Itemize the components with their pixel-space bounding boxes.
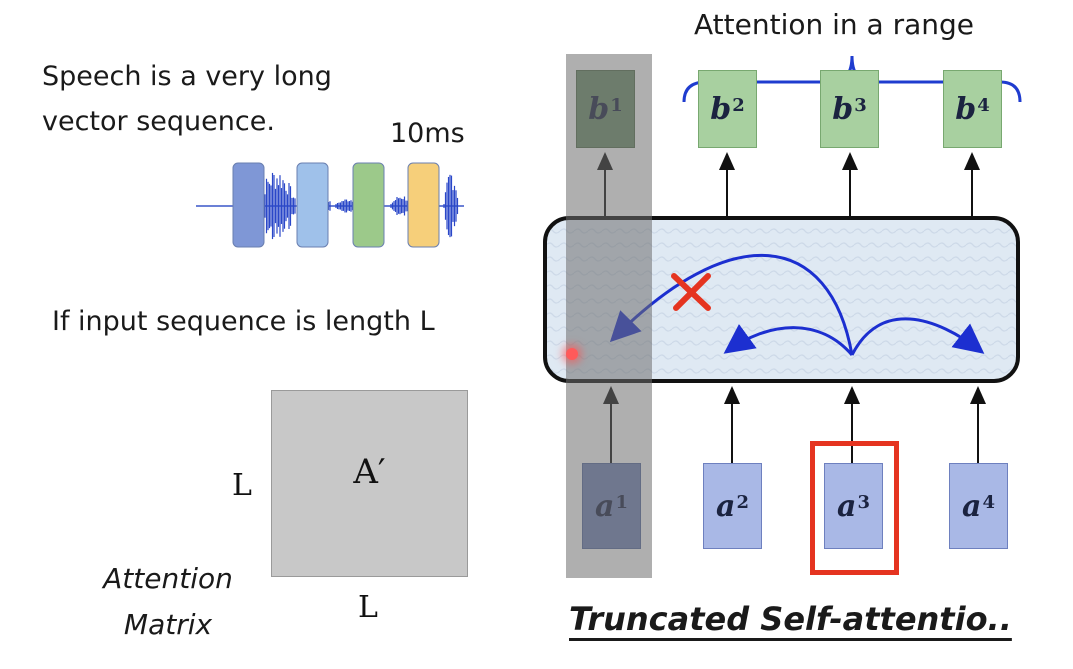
speech-waveform xyxy=(196,162,464,248)
attention-arc-to-a2 xyxy=(723,323,854,356)
attention-arc-to-a1 xyxy=(609,254,854,356)
speech-line-2: vector sequence. xyxy=(42,106,275,137)
waveform-frame-2 xyxy=(296,162,329,248)
matrix-caption-line-2: Matrix xyxy=(123,608,213,641)
speech-line-1: Speech is a very long xyxy=(42,61,332,92)
matrix-height-label: L xyxy=(232,468,252,503)
waveform-frame-4 xyxy=(407,162,440,248)
truncated-column-highlight xyxy=(566,54,652,578)
laser-pointer-dot xyxy=(566,348,578,360)
matrix-caption-line-1: Attention xyxy=(103,562,233,595)
blocked-attention-cross-icon xyxy=(671,273,711,311)
matrix-width-label: L xyxy=(358,590,378,625)
self-attention-block xyxy=(543,216,1020,383)
frame-duration-label: 10ms xyxy=(390,118,465,149)
matrix-caption: Attention Matrix xyxy=(88,556,248,648)
waveform-frame-1 xyxy=(232,162,265,248)
slide-title: Truncated Self-attentio.. xyxy=(569,600,1012,638)
attention-matrix: A′ xyxy=(271,390,468,577)
input-length-text: If input sequence is length L xyxy=(52,306,435,337)
waveform-frame-3 xyxy=(352,162,385,248)
attention-range-label: Attention in a range xyxy=(694,8,975,41)
current-input-highlight-frame xyxy=(810,441,899,575)
speech-description: Speech is a very long vector sequence. xyxy=(42,54,332,144)
matrix-symbol: A′ xyxy=(353,451,386,492)
attention-range-brace xyxy=(682,55,1022,103)
attention-arc-to-a4 xyxy=(850,317,985,356)
